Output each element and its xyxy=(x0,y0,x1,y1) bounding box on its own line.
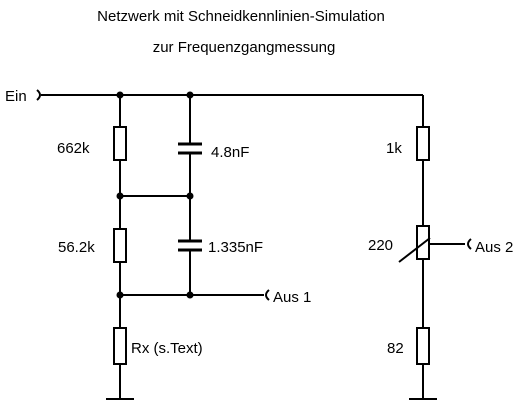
title-line-2: zur Frequenzgangmessung xyxy=(153,39,336,56)
resistor-56k2 xyxy=(113,228,127,263)
resistor-1k xyxy=(416,126,430,161)
junction-dot xyxy=(116,192,124,200)
input-terminal-icon xyxy=(36,89,41,101)
junction-dot xyxy=(116,91,124,99)
output1-label: Aus 1 xyxy=(273,289,311,306)
label-rx: Rx (s.Text) xyxy=(131,340,203,357)
junction-dot xyxy=(116,291,124,299)
output2-label: Aus 2 xyxy=(475,239,513,256)
junction-dot xyxy=(186,291,194,299)
output1-terminal-icon xyxy=(265,289,270,301)
junction-dot xyxy=(186,91,194,99)
potentiometer-arrow-line xyxy=(398,237,431,263)
output2-terminal-icon xyxy=(467,238,472,250)
label-220: 220 xyxy=(368,237,393,254)
title-line-1: Netzwerk mit Schneidkennlinien-Simulatio… xyxy=(97,8,385,25)
label-82: 82 xyxy=(387,340,404,357)
label-4n8: 4.8nF xyxy=(211,144,249,161)
label-1n335: 1.335nF xyxy=(208,239,263,256)
resistor-rx xyxy=(113,327,127,365)
label-56k2: 56.2k xyxy=(58,239,95,256)
junction-dot xyxy=(186,192,194,200)
label-662k: 662k xyxy=(57,140,90,157)
resistor-662k xyxy=(113,126,127,161)
label-1k: 1k xyxy=(386,140,402,157)
resistor-82 xyxy=(416,327,430,365)
input-port-label: Ein xyxy=(5,88,27,105)
